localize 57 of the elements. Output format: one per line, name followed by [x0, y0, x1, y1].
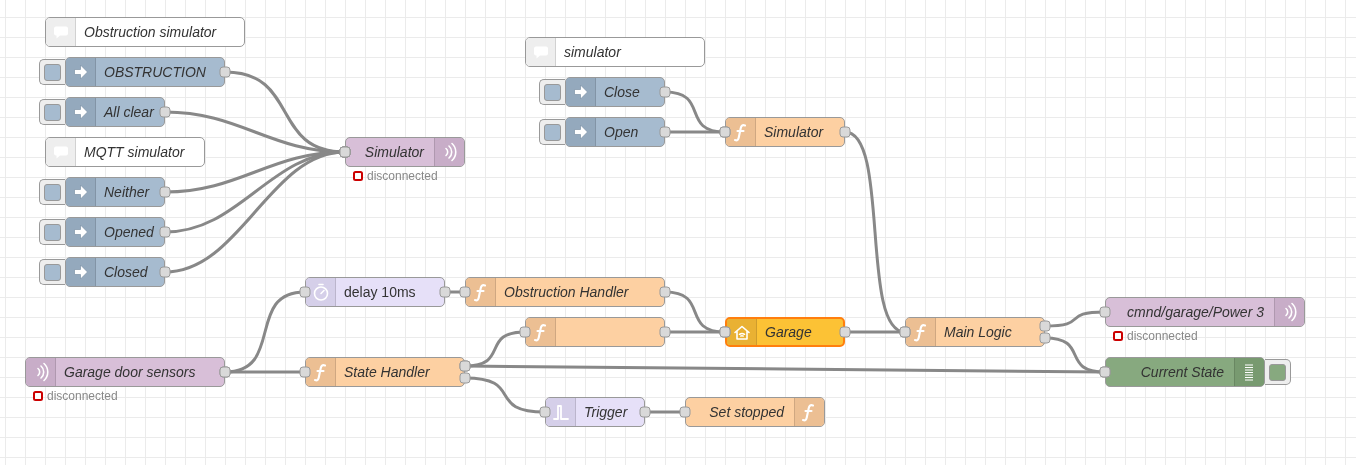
node-label: Open [603, 122, 639, 142]
comment-node [525, 37, 705, 67]
node-label: Close [603, 82, 640, 102]
wire [219, 366, 311, 378]
status-text: disconnected [47, 389, 118, 403]
delay-node [305, 277, 445, 307]
wire [439, 286, 471, 298]
function-node [465, 277, 665, 307]
node-label: delay 10ms [343, 282, 416, 302]
node-label: Closed [103, 262, 148, 282]
node-label: Obstruction Handler [503, 282, 629, 302]
node-label: State Handler [343, 362, 430, 382]
wire [659, 126, 731, 138]
node-label: Current State [1139, 362, 1225, 382]
function-node [685, 397, 825, 427]
node-label: Garage [764, 322, 812, 342]
mqtt-node [1105, 297, 1305, 327]
wire [1039, 332, 1111, 378]
node-label: Main Logic [943, 322, 1012, 342]
node-label: Set stopped [708, 402, 786, 422]
node-label: Opened [103, 222, 154, 242]
node-label: Simulator [763, 122, 824, 142]
wire [639, 406, 691, 418]
trigger-node [545, 397, 645, 427]
mqtt-node [25, 357, 225, 387]
status-text: disconnected [367, 169, 438, 183]
node-label: cmnd/garage/Power 3 [1126, 302, 1265, 322]
inject-node [565, 117, 665, 147]
node-label: OBSTRUCTION [103, 62, 206, 82]
node-label: Garage door sensors [63, 362, 196, 382]
inject-node [565, 77, 665, 107]
node-label: Simulator [363, 142, 426, 162]
node-label: Trigger [583, 402, 628, 422]
status-text: disconnected [1127, 329, 1198, 343]
wire [459, 372, 551, 418]
function-node [905, 317, 1045, 347]
wire [839, 326, 911, 338]
function-node [305, 357, 465, 387]
node-label: MQTT simulator [83, 142, 185, 162]
node-label: Neither [103, 182, 150, 202]
dashboard-text-node [1105, 357, 1265, 387]
home-device-node [725, 317, 845, 347]
inject-node [65, 57, 225, 87]
wire [1039, 306, 1111, 332]
node-label: simulator [563, 42, 621, 62]
node-label: Obstruction simulator [83, 22, 217, 42]
inject-node [65, 217, 165, 247]
inject-node [65, 177, 165, 207]
comment-node [45, 17, 245, 47]
wire [659, 326, 731, 338]
function-node [725, 117, 845, 147]
comment-node [45, 137, 205, 167]
function-node [525, 317, 665, 347]
inject-node [65, 97, 165, 127]
node-label: All clear [102, 102, 154, 122]
mqtt-node [345, 137, 465, 167]
inject-node [65, 257, 165, 287]
